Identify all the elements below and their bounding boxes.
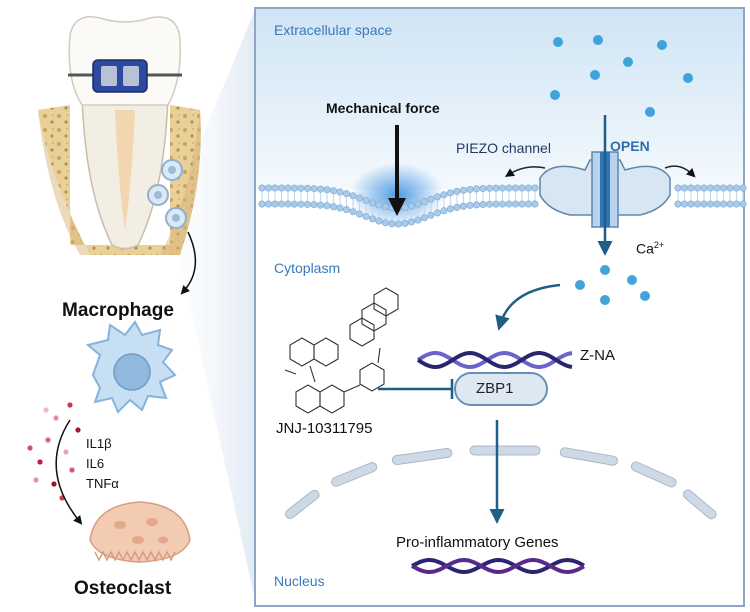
zbp1-protein xyxy=(454,372,548,406)
extracellular-region xyxy=(256,9,743,189)
calcium-label: Ca2+ xyxy=(636,240,664,257)
differentiation-arrow xyxy=(55,419,83,525)
zoom-cone xyxy=(170,10,255,600)
calcium-ion xyxy=(640,291,650,301)
cytokine-dot xyxy=(45,437,51,443)
nuclear-envelope xyxy=(285,445,717,520)
mechanical-force-label: Mechanical force xyxy=(326,100,440,116)
cytoplasm-label: Cytoplasm xyxy=(274,260,341,276)
cytokine-dot xyxy=(33,477,39,483)
extracellular-label: Extracellular space xyxy=(274,22,393,38)
cytokine-dot xyxy=(69,467,75,473)
calcium-ion xyxy=(553,37,563,47)
inhibitor-label: JNJ-10311795 xyxy=(276,420,373,437)
calcium-ion xyxy=(645,107,655,117)
genes-label: Pro-inflammatory Genes xyxy=(396,534,559,551)
inhibitor-structure xyxy=(284,287,399,414)
calcium-ion xyxy=(627,275,637,285)
cell-membrane xyxy=(258,184,747,228)
osteoclast-illustration xyxy=(89,501,191,563)
nucleus-label: Nucleus xyxy=(274,573,325,589)
calcium-ion xyxy=(575,280,585,290)
calcium-ion xyxy=(550,90,560,100)
cytokine-dot xyxy=(27,445,33,451)
calcium-ion xyxy=(593,35,603,45)
cytokine-dot xyxy=(37,459,43,465)
cytokine-dot xyxy=(53,415,59,421)
cytokine-tnfa: TNFα xyxy=(86,476,119,491)
calcium-ion xyxy=(683,73,693,83)
calcium-ion xyxy=(657,40,667,50)
cytokine-dot xyxy=(75,427,81,433)
tooth-bone-illustration xyxy=(38,16,201,295)
calcium-charge: 2+ xyxy=(653,240,665,250)
z-na-helix xyxy=(416,350,573,370)
calcium-ions xyxy=(550,35,693,305)
zbp1-label: ZBP1 xyxy=(476,380,514,397)
calcium-symbol: Ca xyxy=(636,240,654,257)
cytokine-dot xyxy=(43,407,49,413)
calcium-ion xyxy=(590,70,600,80)
cytokine-particles xyxy=(27,402,81,501)
gene-helix xyxy=(411,557,585,575)
calcium-ion xyxy=(600,265,610,275)
cytokine-il1b: IL1β xyxy=(86,436,112,451)
osteoclast-label: Osteoclast xyxy=(74,578,172,599)
macrophage-label: Macrophage xyxy=(62,300,174,321)
signal-arrow xyxy=(495,283,561,331)
cytokine-il6: IL6 xyxy=(86,456,105,471)
open-label: OPEN xyxy=(610,138,650,154)
cytokine-dot xyxy=(63,449,69,455)
calcium-ion xyxy=(600,295,610,305)
calcium-ion xyxy=(623,57,633,67)
cytokine-dot xyxy=(51,481,57,487)
macrophage-illustration xyxy=(85,320,177,414)
zna-label: Z-NA xyxy=(580,347,615,364)
cytokine-dot xyxy=(67,402,73,408)
piezo-label: PIEZO channel xyxy=(456,140,551,156)
